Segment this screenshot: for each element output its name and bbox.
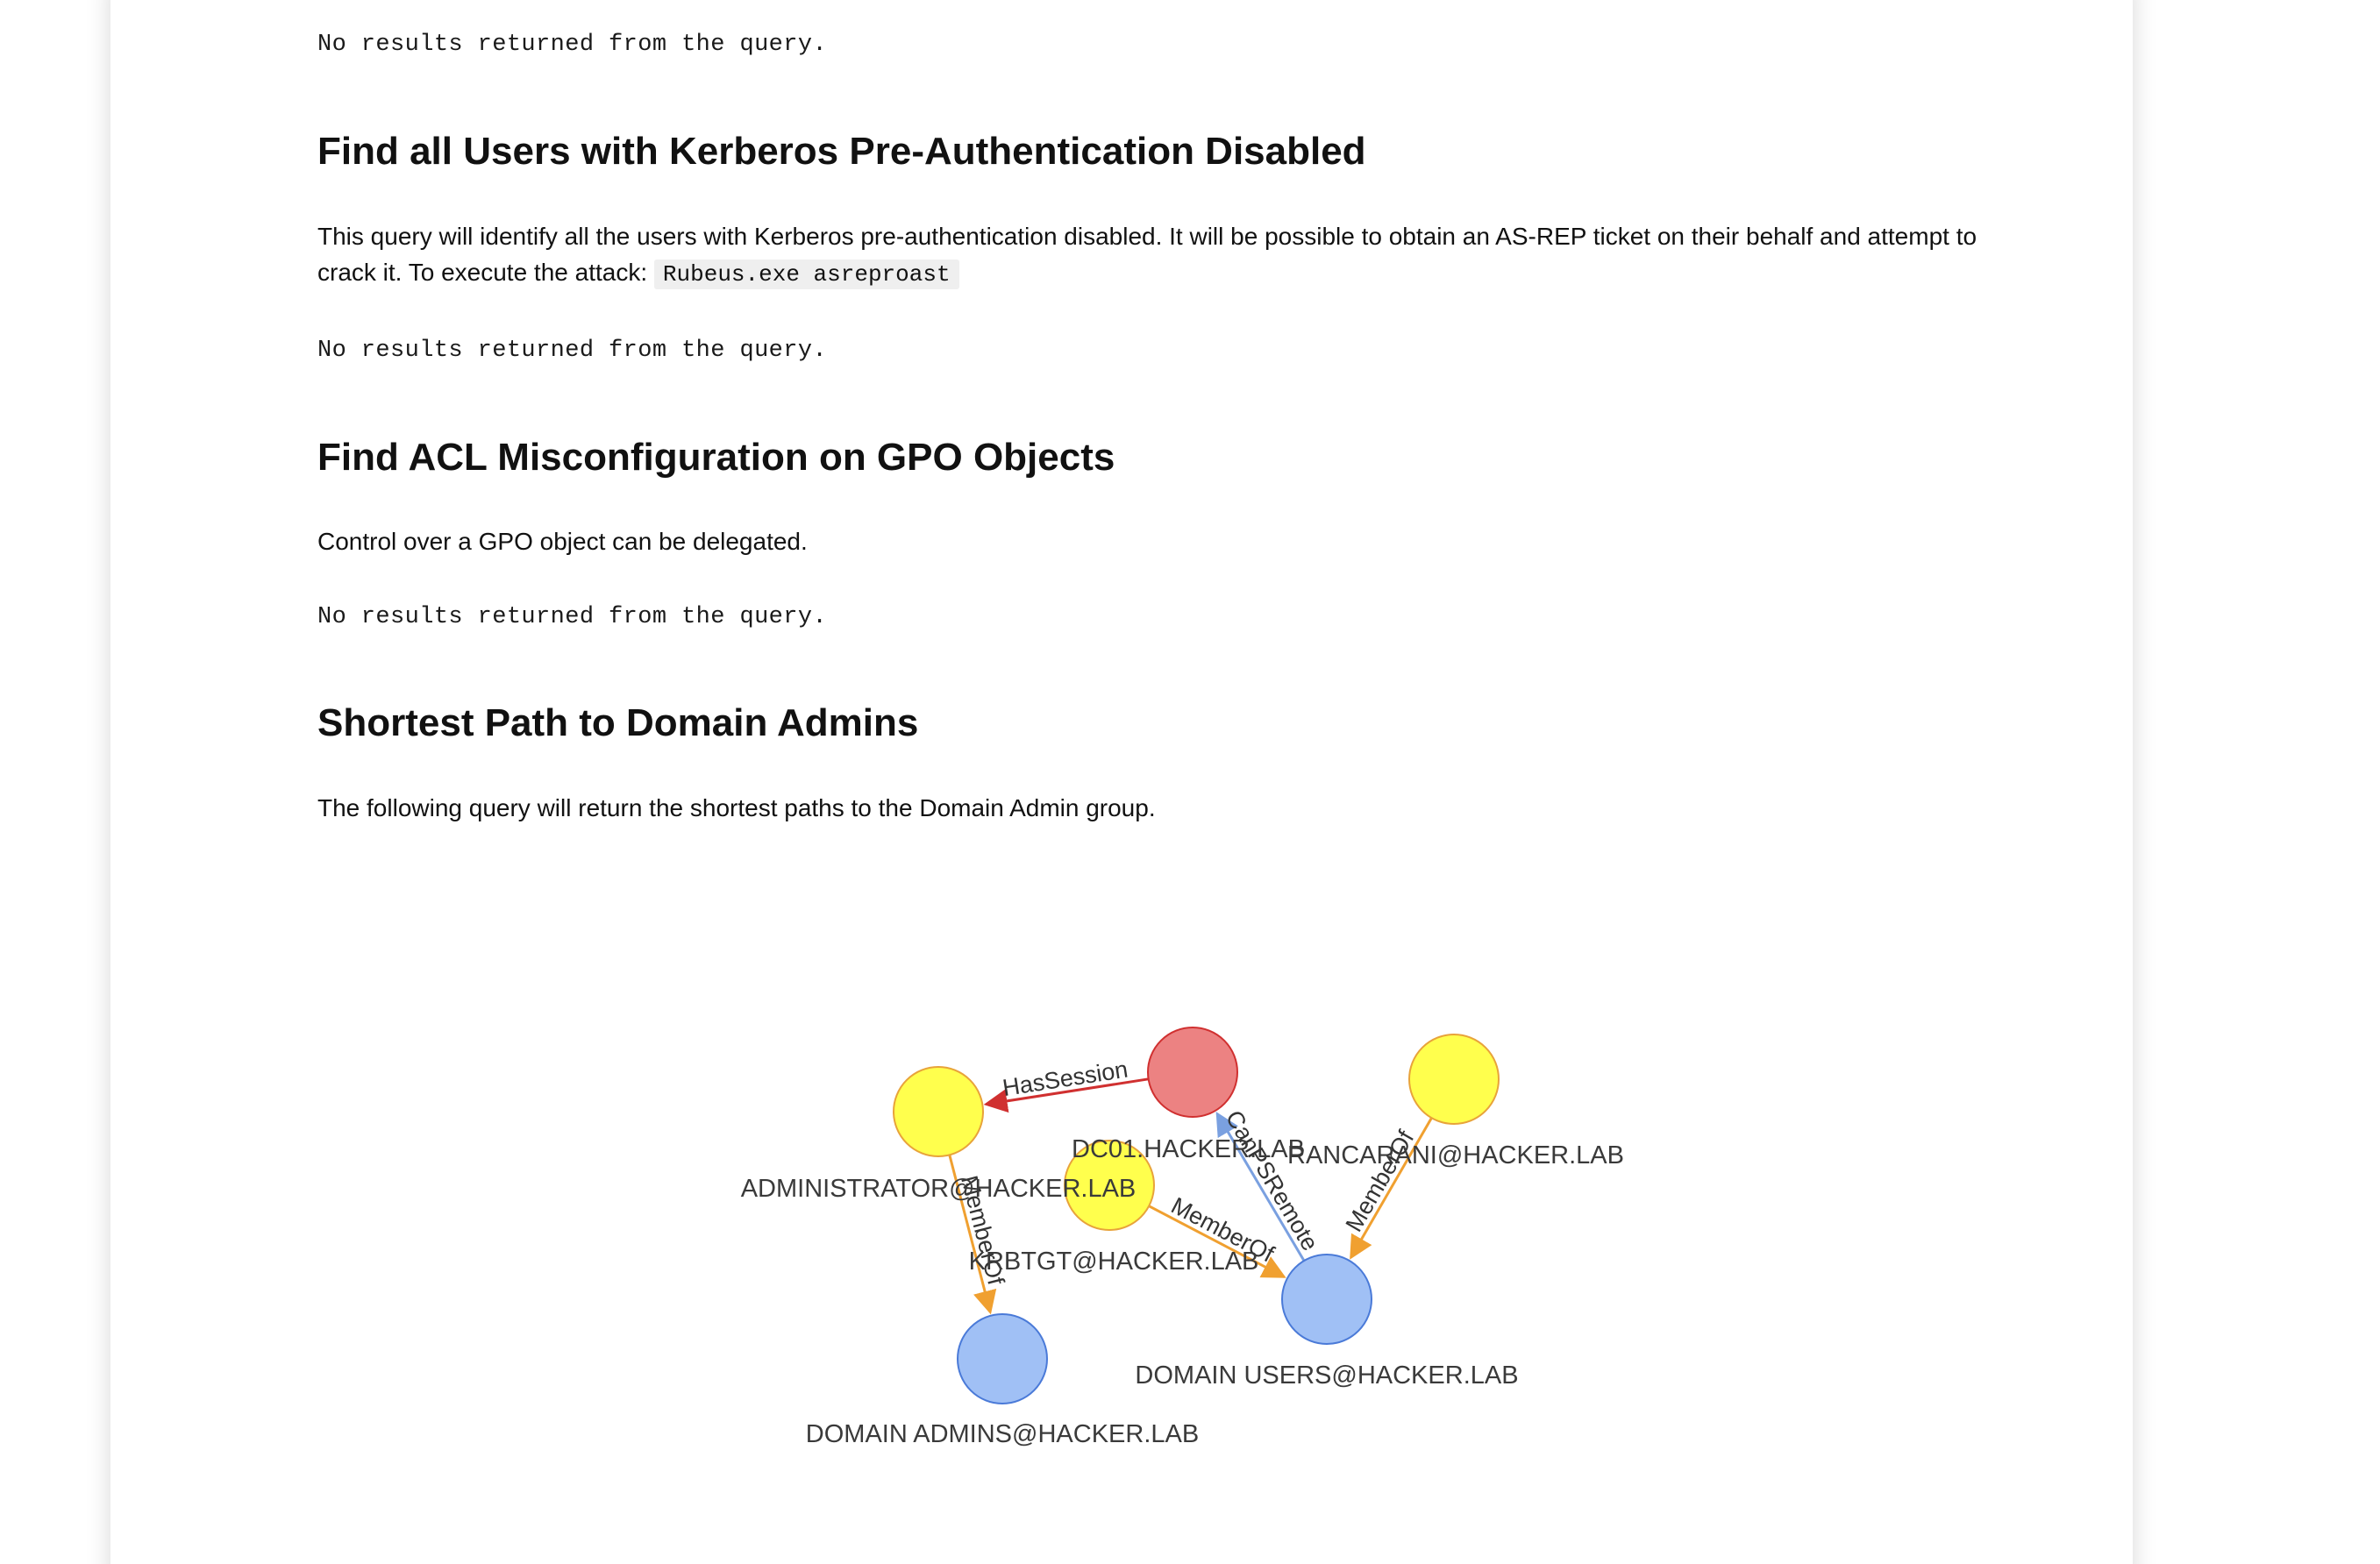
- graph-node-dc01[interactable]: [1147, 1027, 1238, 1118]
- graph-edges: [948, 1077, 1433, 1315]
- graph-node-krbtgt[interactable]: [1064, 1140, 1155, 1231]
- report-page: [110, 0, 2133, 1564]
- graph-node-domain-users[interactable]: [1281, 1254, 1372, 1345]
- graph-node-label-dc01: DC01.HACKER.LAB: [1072, 1135, 1305, 1163]
- graph-node-labels: ADMINISTRATOR@HACKER.LAB DC01.HACKER.LAB K…: [741, 1135, 1624, 1448]
- asreproast-command: Rubeus.exe asreproast: [653, 259, 959, 289]
- kerberos-section-title: Find all Users with Kerberos Pre-Authent…: [317, 130, 1366, 173]
- graph-node-domain-admins[interactable]: [957, 1313, 1048, 1404]
- graph-nodes[interactable]: [893, 1027, 1500, 1404]
- graph-node-administrator[interactable]: [893, 1066, 984, 1157]
- shortest-path-section-description: The following query will return the shor…: [317, 794, 1156, 821]
- gpo-section-description: Control over a GPO object can be delegat…: [317, 528, 808, 555]
- kerberos-section-description: This query will identify all the users w…: [317, 218, 2036, 293]
- graph-edge-dc01-administrator: [983, 1077, 1149, 1113]
- graph-edge-administrator-domain_admins: [948, 1154, 997, 1315]
- graph-edge-krbtgt-domain_users: [1148, 1205, 1286, 1278]
- previous-query-result: No results returned from the query.: [317, 32, 828, 58]
- graph-node-label-administrator: ADMINISTRATOR@HACKER.LAB: [741, 1175, 1137, 1203]
- graph-node-label-domain-admins: DOMAIN ADMINS@HACKER.LAB: [806, 1420, 1199, 1448]
- kerberos-query-result: No results returned from the query.: [317, 338, 828, 364]
- graph-node-label-krbtgt: KRBTGT@HACKER.LAB: [969, 1248, 1259, 1276]
- shortest-path-section-title: Shortest Path to Domain Admins: [317, 701, 919, 744]
- gpo-query-result: No results returned from the query.: [317, 604, 828, 630]
- graph-edge-label: HasSession: [1001, 1056, 1129, 1102]
- graph-edge-rancarani-domain_users: [1350, 1117, 1433, 1260]
- gpo-section-title: Find ACL Misconfiguration on GPO Objects: [317, 436, 1115, 479]
- graph-edge-domain_users-dc01: [1215, 1112, 1306, 1262]
- graph-node-label-rancarani: RANCARANI@HACKER.LAB: [1287, 1141, 1624, 1169]
- graph-node-rancarani[interactable]: [1408, 1034, 1500, 1125]
- graph-node-label-domain-users: DOMAIN USERS@HACKER.LAB: [1135, 1361, 1518, 1390]
- kerberos-description-text: This query will identify all the users w…: [317, 223, 1977, 286]
